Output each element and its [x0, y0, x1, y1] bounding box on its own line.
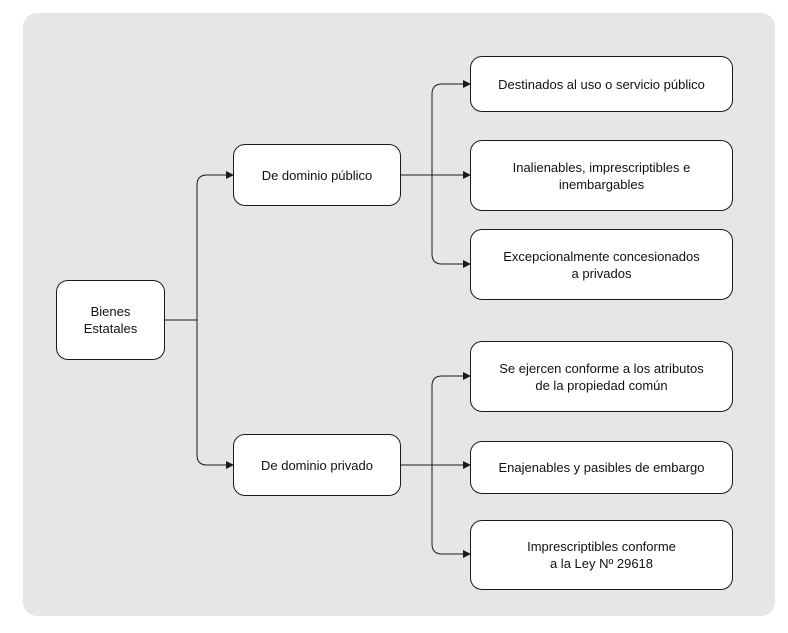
root-node: Bienes Estatales: [56, 280, 165, 360]
privado-child-1: Se ejercen conforme a los atributos de l…: [470, 341, 733, 412]
publico-child-1: Destinados al uso o servicio público: [470, 56, 733, 112]
privado-child-3-label: Imprescriptibles conforme a la Ley Nº 29…: [527, 539, 676, 571]
branch-node-privado: De dominio privado: [233, 434, 401, 496]
publico-child-3-label: Excepcionalmente concesionados a privado…: [503, 248, 700, 281]
root-node-label: Bienes Estatales: [83, 304, 138, 336]
connector-privado-to-child-1: [431, 372, 471, 465]
privado-child-2-label: Enajenables y pasibles de embargo: [498, 460, 705, 475]
branch-node-publico-label: De dominio público: [261, 167, 373, 183]
publico-child-3: Excepcionalmente concesionados a privado…: [470, 229, 733, 300]
publico-child-2-label: Inalienables, imprescriptibles e inembar…: [512, 159, 691, 192]
connector-root-to-publico: [196, 171, 234, 320]
privado-child-2: Enajenables y pasibles de embargo: [470, 441, 733, 494]
publico-child-2: Inalienables, imprescriptibles e inembar…: [470, 140, 733, 211]
connector-publico-to-child-3: [431, 175, 471, 268]
privado-child-1-label: Se ejercen conforme a los atributos de l…: [499, 360, 704, 393]
connector-privado-to-child-3: [431, 465, 471, 558]
branch-node-privado-label: De dominio privado: [260, 457, 373, 473]
connector-publico-to-child-1: [431, 80, 471, 175]
privado-child-3: Imprescriptibles conforme a la Ley Nº 29…: [470, 520, 733, 590]
connector-root-to-privado: [196, 320, 234, 469]
publico-child-1-label: Destinados al uso o servicio público: [498, 76, 705, 92]
branch-node-publico: De dominio público: [233, 144, 401, 206]
